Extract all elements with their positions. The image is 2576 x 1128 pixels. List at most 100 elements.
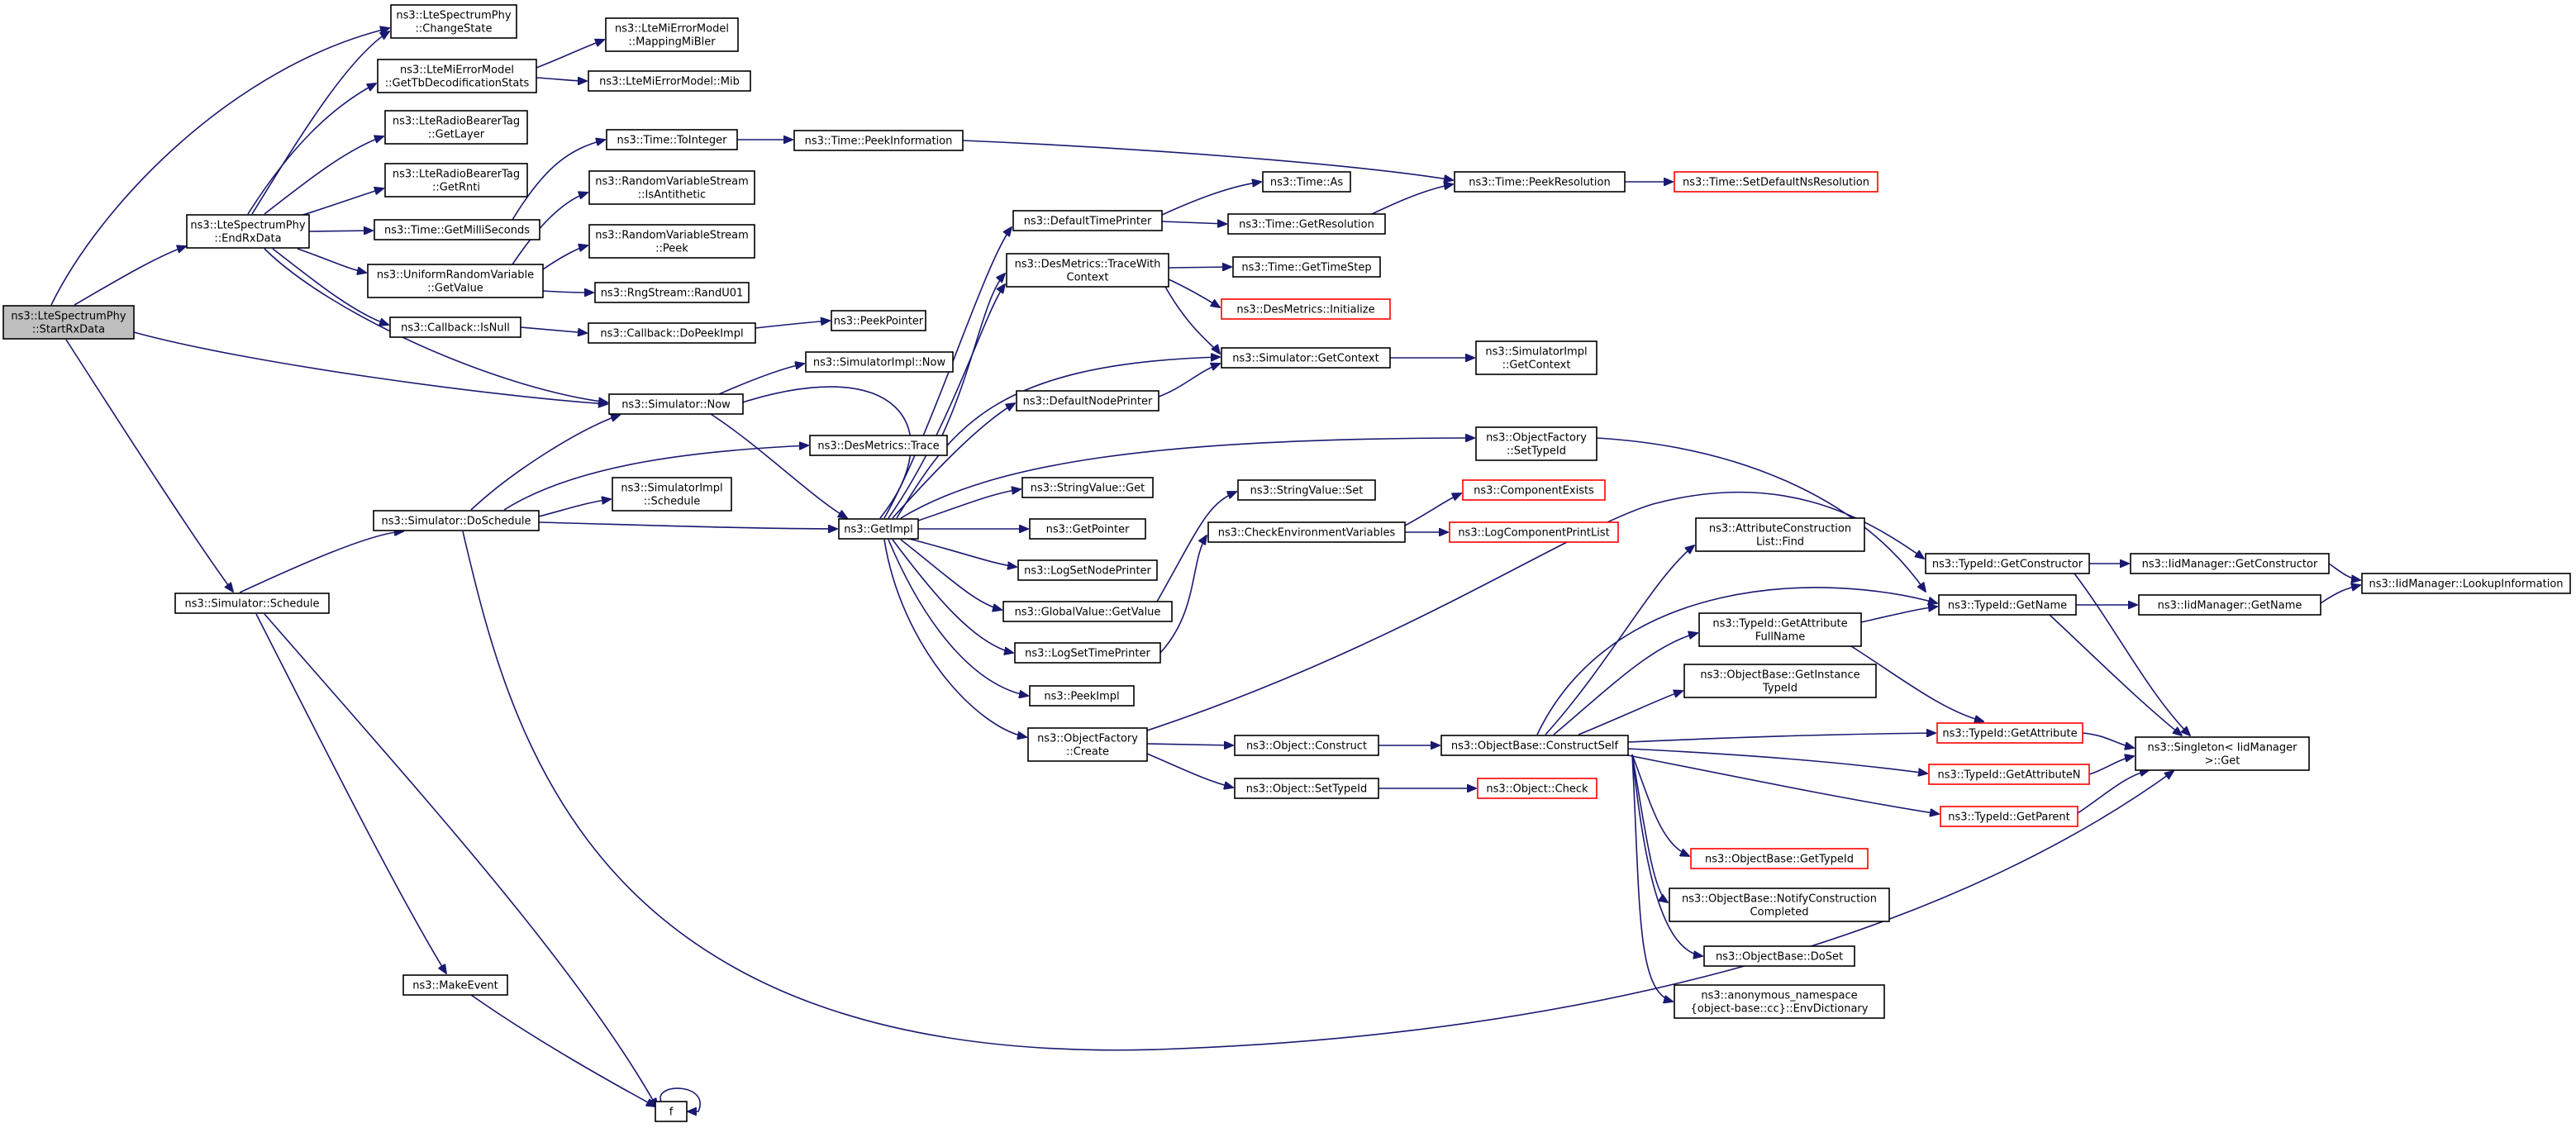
node-label: ns3::Callback::IsNull xyxy=(401,322,510,335)
node-box xyxy=(374,219,540,240)
node-box xyxy=(655,1101,688,1122)
node-peekinformation[interactable]: ns3::Time::PeekInformation xyxy=(793,130,964,151)
node-ob_gettypeid[interactable]: ns3::ObjectBase::GetTypeId xyxy=(1690,848,1869,869)
edge-constructself-to-ob_doset xyxy=(1631,754,1702,956)
node-label: {object-base::cc}::EnvDictionary xyxy=(1691,1003,1869,1016)
node-tointeger[interactable]: ns3::Time::ToInteger xyxy=(606,129,738,150)
node-simimpl_now[interactable]: ns3::SimulatorImpl::Now xyxy=(805,351,954,373)
node-simimpl_getcontext[interactable]: ns3::SimulatorImpl::GetContext xyxy=(1475,340,1598,375)
node-label: ns3::Time::PeekResolution xyxy=(1469,177,1610,189)
node-desmetrics_init[interactable]: ns3::DesMetrics::Initialize xyxy=(1221,298,1391,320)
node-defaulttimeprinter[interactable]: ns3::DefaultTimePrinter xyxy=(1012,210,1163,231)
node-rvs_peek[interactable]: ns3::RandomVariableStream::Peek xyxy=(588,224,755,259)
node-of_create[interactable]: ns3::ObjectFactory::Create xyxy=(1027,727,1148,762)
node-getresolution[interactable]: ns3::Time::GetResolution xyxy=(1227,213,1386,235)
node-ob_doset[interactable]: ns3::ObjectBase::DoSet xyxy=(1703,945,1855,967)
edge-endrx-to-getlayer xyxy=(264,136,383,215)
node-typeid_getattributen[interactable]: ns3::TypeId::GetAttributeN xyxy=(1928,764,2090,785)
node-label: List::Find xyxy=(1756,536,1804,549)
node-urv_getvalue[interactable]: ns3::UniformRandomVariable::GetValue xyxy=(367,264,544,298)
node-getrnti[interactable]: ns3::LteRadioBearerTag::GetRnti xyxy=(384,163,528,198)
node-gettimestep[interactable]: ns3::Time::GetTimeStep xyxy=(1232,256,1381,278)
node-randu01[interactable]: ns3::RngStream::RandU01 xyxy=(594,282,750,303)
node-dopeekimpl[interactable]: ns3::Callback::DoPeekImpl xyxy=(588,322,756,344)
node-label: ns3::Simulator::GetContext xyxy=(1232,353,1378,365)
node-logsetnodeprinter[interactable]: ns3::LogSetNodePrinter xyxy=(1017,559,1158,581)
node-endrx[interactable]: ns3::LteSpectrumPhy::EndRxData xyxy=(186,214,310,249)
node-label: ns3::TypeId::GetParent xyxy=(1948,811,2070,824)
node-label: ns3::RngStream::RandU01 xyxy=(601,288,744,300)
node-box xyxy=(373,510,540,531)
node-setdefaultns[interactable]: ns3::Time::SetDefaultNsResolution xyxy=(1674,171,1878,193)
node-getimpl[interactable]: ns3::GetImpl xyxy=(838,518,919,540)
node-label: ns3::ObjectBase::GetInstance xyxy=(1700,669,1859,682)
node-constructself[interactable]: ns3::ObjectBase::ConstructSelf xyxy=(1440,735,1629,756)
node-notifyconstruction[interactable]: ns3::ObjectBase::NotifyConstructionCompl… xyxy=(1669,888,1890,922)
node-box xyxy=(838,518,919,540)
node-peekresolution[interactable]: ns3::Time::PeekResolution xyxy=(1454,171,1626,193)
node-start[interactable]: ns3::LteSpectrumPhy::StartRxData xyxy=(2,305,135,340)
node-checkenv[interactable]: ns3::CheckEnvironmentVariables xyxy=(1207,521,1406,543)
node-f[interactable]: f xyxy=(655,1101,688,1122)
node-typeid_getname[interactable]: ns3::TypeId::GetName xyxy=(1938,594,2077,616)
node-defaultnodeprinter[interactable]: ns3::DefaultNodePrinter xyxy=(1016,390,1159,412)
node-makeevent[interactable]: ns3::MakeEvent xyxy=(402,974,508,996)
node-box xyxy=(1690,848,1869,869)
node-label: ns3::Time::SetDefaultNsResolution xyxy=(1683,177,1869,189)
node-getmilli[interactable]: ns3::Time::GetMilliSeconds xyxy=(374,219,540,240)
node-obj_check[interactable]: ns3::Object::Check xyxy=(1477,778,1598,799)
node-getpointer[interactable]: ns3::GetPointer xyxy=(1029,518,1146,540)
node-label: ns3::LteRadioBearerTag xyxy=(393,169,520,181)
node-iid_getconstructor[interactable]: ns3::IidManager::GetConstructor xyxy=(2130,553,2330,574)
node-label: ns3::IidManager::GetConstructor xyxy=(2142,559,2318,571)
node-getlayer[interactable]: ns3::LteRadioBearerTag::GetLayer xyxy=(384,110,528,145)
node-changestate[interactable]: ns3::LteSpectrumPhy::ChangeState xyxy=(390,4,517,39)
node-label: ns3::LteMiErrorModel xyxy=(400,64,514,77)
node-label: ns3::ObjectFactory xyxy=(1037,733,1138,745)
node-cb_isnull[interactable]: ns3::Callback::IsNull xyxy=(389,317,521,338)
node-obj_settypeid[interactable]: ns3::Object::SetTypeId xyxy=(1234,778,1379,799)
node-label: ns3::RandomVariableStream xyxy=(595,176,749,188)
node-iid_lookup[interactable]: ns3::IidManager::LookupInformation xyxy=(2361,573,2571,594)
node-stringvalue_get[interactable]: ns3::StringValue::Get xyxy=(1021,477,1154,498)
node-sim_doschedule[interactable]: ns3::Simulator::DoSchedule xyxy=(373,510,540,531)
node-label: ns3::LogSetTimePrinter xyxy=(1025,648,1150,660)
node-mib[interactable]: ns3::LteMiErrorModel::Mib xyxy=(588,70,751,92)
node-desmetrics_trace[interactable]: ns3::DesMetrics::Trace xyxy=(809,435,948,456)
node-typeid_getattribute[interactable]: ns3::TypeId::GetAttribute xyxy=(1936,722,2083,744)
node-schedule[interactable]: ns3::Simulator::Schedule xyxy=(174,593,330,614)
node-stringvalue_set[interactable]: ns3::StringValue::Set xyxy=(1237,479,1376,501)
node-simimpl_schedule[interactable]: ns3::SimulatorImpl::Schedule xyxy=(612,477,732,512)
node-globalvalue_getvalue[interactable]: ns3::GlobalValue::GetValue xyxy=(1002,601,1173,622)
node-componentexists[interactable]: ns3::ComponentExists xyxy=(1462,479,1606,501)
edge-defaultnodeprinter-to-sim_getcontext xyxy=(1158,364,1220,397)
node-logsettimeprinter[interactable]: ns3::LogSetTimePrinter xyxy=(1014,642,1161,664)
node-time_as[interactable]: ns3::Time::As xyxy=(1262,171,1351,193)
node-label: ::Peek xyxy=(655,243,688,255)
node-of_settypeid[interactable]: ns3::ObjectFactory::SetTypeId xyxy=(1475,426,1598,461)
node-box xyxy=(1029,518,1146,540)
node-logcompprintlist[interactable]: ns3::LogComponentPrintList xyxy=(1449,521,1619,543)
node-box xyxy=(186,214,310,249)
node-gettbdec[interactable]: ns3::LteMiErrorModel::GetTbDecodificatio… xyxy=(377,59,537,93)
node-iid_getname[interactable]: ns3::IidManager::GetName xyxy=(2138,594,2321,616)
node-peekimpl[interactable]: ns3::PeekImpl xyxy=(1029,685,1135,707)
node-sim_getcontext[interactable]: ns3::Simulator::GetContext xyxy=(1221,347,1391,369)
node-typeid_getparent[interactable]: ns3::TypeId::GetParent xyxy=(1940,806,2078,827)
node-typeid_getconstructor[interactable]: ns3::TypeId::GetConstructor xyxy=(1925,553,2090,574)
node-peekpointer[interactable]: ns3::PeekPointer xyxy=(831,310,926,331)
node-obj_construct[interactable]: ns3::Object::Construct xyxy=(1234,735,1379,756)
node-isantithetic[interactable]: ns3::RandomVariableStream::IsAntithetic xyxy=(588,170,755,205)
node-box xyxy=(1477,778,1598,799)
edge-getimpl-to-of_settypeid xyxy=(900,438,1474,519)
node-mappingmibler[interactable]: ns3::LteMiErrorModel::MappingMiBler xyxy=(605,17,739,52)
node-singleton_get[interactable]: ns3::Singleton< IidManager >::Get xyxy=(2135,736,2310,771)
node-envdictionary[interactable]: ns3::anonymous_namespace{object-base::cc… xyxy=(1674,984,1885,1019)
node-sim_now[interactable]: ns3::Simulator::Now xyxy=(608,393,744,415)
node-box xyxy=(1449,521,1619,543)
node-box xyxy=(2361,573,2571,594)
